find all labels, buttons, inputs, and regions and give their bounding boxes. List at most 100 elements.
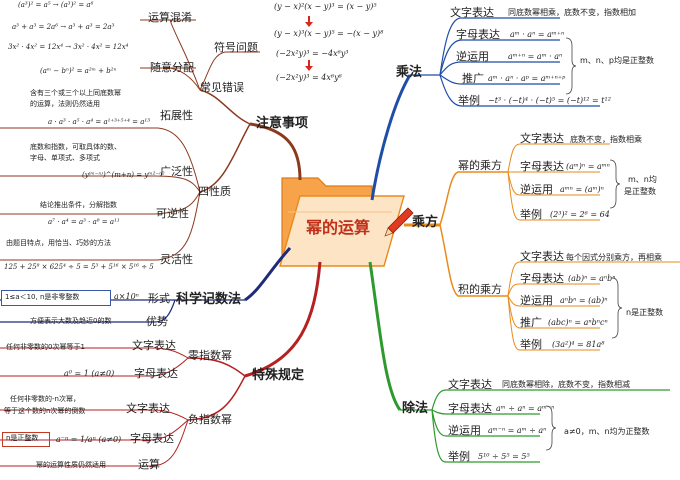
sign-formula-3: (−2x²y)³ = −4x⁶y³ bbox=[276, 49, 349, 58]
pow1-example: (2³)² = 2⁶ = 64 bbox=[550, 210, 610, 219]
zero-text-label: 文字表达 bbox=[132, 339, 176, 352]
four-properties: 四性质 bbox=[198, 185, 231, 198]
mul-formula-label: 字母表达 bbox=[456, 28, 500, 41]
mul-example-label: 举例 bbox=[458, 94, 480, 107]
pencil-icon bbox=[384, 207, 414, 237]
div-note: a≠0，m、n均为正整数 bbox=[564, 427, 650, 436]
pow2-name: 积的乘方 bbox=[458, 283, 502, 296]
pow1-note-1: m、n均 bbox=[628, 175, 657, 184]
prop-ext: 拓展性 bbox=[160, 109, 193, 122]
prop-flex: 灵活性 bbox=[160, 253, 193, 266]
pow2-inverse-label: 逆运用 bbox=[520, 294, 553, 307]
branch-power: 乘方 bbox=[412, 215, 439, 230]
branch-multiply: 乘法 bbox=[396, 65, 423, 80]
pow1-inverse: aᵐⁿ = (aᵐ)ⁿ bbox=[560, 185, 604, 194]
div-inverse: aᵐ⁻ⁿ = aᵐ ÷ aⁿ bbox=[488, 426, 547, 435]
neg-exp: 负指数幂 bbox=[188, 413, 232, 426]
prop-rev-line: 结论推出条件，分解指数 bbox=[40, 201, 117, 209]
prop-gen: 广泛性 bbox=[160, 165, 193, 178]
div-formula-label: 字母表达 bbox=[448, 402, 492, 415]
div-example: 5¹⁰ ÷ 5⁵ = 5⁵ bbox=[478, 452, 530, 461]
pow2-formula: (ab)ⁿ = aⁿbⁿ bbox=[568, 274, 616, 283]
neg-text-2: 等于这个数的n次幂的倒数 bbox=[4, 407, 86, 415]
sign-formula-2: (y − x)³(x − y)⁵ = −(x − y)⁸ bbox=[274, 29, 384, 38]
prop-flex-line: 由题目特点，用恰当、巧妙的方法 bbox=[6, 239, 111, 247]
pow2-text: 每个因式分别乘方，再相乘 bbox=[566, 253, 662, 262]
sci-form-label: 形式 bbox=[148, 292, 170, 305]
pow2-ext: (abc)ⁿ = aⁿbⁿcⁿ bbox=[548, 318, 608, 327]
neg-note: n是正整数 bbox=[6, 434, 39, 442]
prop-ext-formula: a · a³ · a⁵ · a⁴ = a¹⁺³⁺⁵⁺⁴ = a¹³ bbox=[48, 118, 151, 126]
sci-adv-label: 优势 bbox=[146, 315, 168, 328]
branch-special: 特殊规定 bbox=[252, 368, 305, 383]
center-title: 幂的运算 bbox=[306, 218, 371, 237]
sci-adv-text: 方便表示大数及趋近0的数 bbox=[30, 317, 112, 325]
zero-exp: 零指数幂 bbox=[188, 349, 232, 362]
neg-formula: a⁻ⁿ = 1/aⁿ (a≠0) bbox=[56, 435, 122, 444]
div-text: 同底数幂相除，底数不变，指数相减 bbox=[502, 380, 630, 389]
mul-inverse: aᵐ⁺ⁿ = aᵐ · aⁿ bbox=[508, 52, 563, 61]
mul-example: −t³ · (−t)⁴ · (−t)⁵ = (−t)¹² = t¹² bbox=[488, 96, 611, 105]
mul-formula: aᵐ · aⁿ = aᵐ⁺ⁿ bbox=[510, 30, 565, 39]
prop-gen-formula: (y⁽ᵐ⁻ⁿ⁾)^(m+n) = yᵐ²⁻ⁿ² bbox=[82, 171, 165, 179]
pow2-formula-label: 字母表达 bbox=[520, 272, 564, 285]
pow1-text: 底数不变，指数相乘 bbox=[570, 135, 642, 144]
div-inverse-label: 逆运用 bbox=[448, 424, 481, 437]
div-text-label: 文字表达 bbox=[448, 378, 492, 391]
prop-rev-formula: a⁷ · a⁴ = a³ · a⁸ = a¹¹ bbox=[48, 218, 120, 226]
zero-formula: a⁰ = 1 (a≠0) bbox=[64, 369, 115, 378]
mul-text-label: 文字表达 bbox=[450, 6, 494, 19]
prop-ext-line-2: 的运算，法则仍然适用 bbox=[30, 100, 100, 108]
prop-gen-line-2: 字母、单项式、多项式 bbox=[30, 154, 100, 162]
pow2-example-label: 举例 bbox=[520, 338, 542, 351]
prop-ext-line-1: 含有三个或三个以上同底数幂 bbox=[30, 89, 121, 97]
pow1-example-label: 举例 bbox=[520, 208, 542, 221]
pow1-text-label: 文字表达 bbox=[520, 132, 564, 145]
neg-text-1: 任何非零数的-n次幂， bbox=[10, 395, 80, 403]
mul-inverse-label: 逆运用 bbox=[456, 50, 489, 63]
pow2-example: (3a²)⁴ = 81a⁸ bbox=[552, 340, 605, 349]
pow1-formula-label: 字母表达 bbox=[520, 160, 564, 173]
mul-ext-label: 推广 bbox=[462, 72, 484, 85]
mul-note: m、n、p均是正整数 bbox=[580, 56, 654, 65]
pow2-text-label: 文字表达 bbox=[520, 250, 564, 263]
pow2-note: n是正整数 bbox=[626, 308, 664, 317]
mix-up: 运算混淆 bbox=[148, 11, 192, 24]
sign-issue: 符号问题 bbox=[214, 41, 258, 54]
branch-scientific: 科学记数法 bbox=[176, 292, 242, 307]
mul-text: 同底数幂相乘，底数不变，指数相加 bbox=[508, 8, 636, 17]
down-arrow-icons bbox=[305, 16, 313, 71]
sci-condition: 1≤a＜10, n是非零整数 bbox=[5, 293, 80, 301]
prop-flex-formula: 125 + 25⁸ × 625⁴ ÷ 5 = 5³ + 5¹⁶ × 5¹⁶ ÷ … bbox=[4, 263, 154, 271]
pow1-formula: (aᵐ)ⁿ = aᵐⁿ bbox=[566, 162, 610, 171]
zero-formula-label: 字母表达 bbox=[134, 367, 178, 380]
folder-icon bbox=[279, 177, 405, 267]
pow1-name: 幂的乘方 bbox=[458, 159, 502, 172]
neg-note-box bbox=[2, 432, 50, 447]
random-distribute: 随意分配 bbox=[150, 61, 194, 74]
pow2-inverse: aⁿbⁿ = (ab)ⁿ bbox=[560, 296, 608, 305]
dist-formula: (aᵐ − bⁿ)² = a²ᵐ + b²ⁿ bbox=[40, 67, 117, 75]
mix-formula-1: (a³)² = a⁵ → (a³)² = a⁶ bbox=[18, 1, 94, 9]
sci-formula: a×10ⁿ bbox=[114, 292, 139, 301]
sci-condition-box bbox=[1, 290, 111, 306]
mul-ext: aᵐ · aⁿ · aᵖ = aᵐ⁺ⁿ⁺ᵖ bbox=[488, 74, 566, 83]
pow2-ext-label: 推广 bbox=[520, 316, 542, 329]
branch-divide: 除法 bbox=[402, 401, 429, 416]
pow1-inverse-label: 逆运用 bbox=[520, 183, 553, 196]
div-formula: aᵐ ÷ aⁿ = aᵐ⁻ⁿ bbox=[496, 404, 555, 413]
neg-text-label: 文字表达 bbox=[126, 402, 170, 415]
neg-calc-text: 幂的运算性质仍然适用 bbox=[36, 461, 106, 469]
prop-rev: 可逆性 bbox=[156, 207, 189, 220]
neg-formula-label: 字母表达 bbox=[130, 432, 174, 445]
mix-formula-2: a³ + a³ = 2a⁶ → a³ + a³ = 2a³ bbox=[12, 23, 115, 31]
neg-calc-label: 运算 bbox=[138, 458, 160, 471]
prop-gen-line-1: 底数和指数，可取具体的数、 bbox=[30, 143, 121, 151]
branch-notes: 注意事项 bbox=[256, 116, 309, 131]
common-errors: 常见错误 bbox=[200, 81, 244, 94]
sign-formula-4: (−2x²y)³ = 4x⁶y⁶ bbox=[276, 73, 342, 82]
mix-formula-3: 3x² · 4x² = 12x⁴ → 3x² · 4x² = 12x⁴ bbox=[8, 43, 129, 51]
sign-formula-1: (y − x)²(x − y)³ = (x − y)⁵ bbox=[274, 2, 377, 11]
